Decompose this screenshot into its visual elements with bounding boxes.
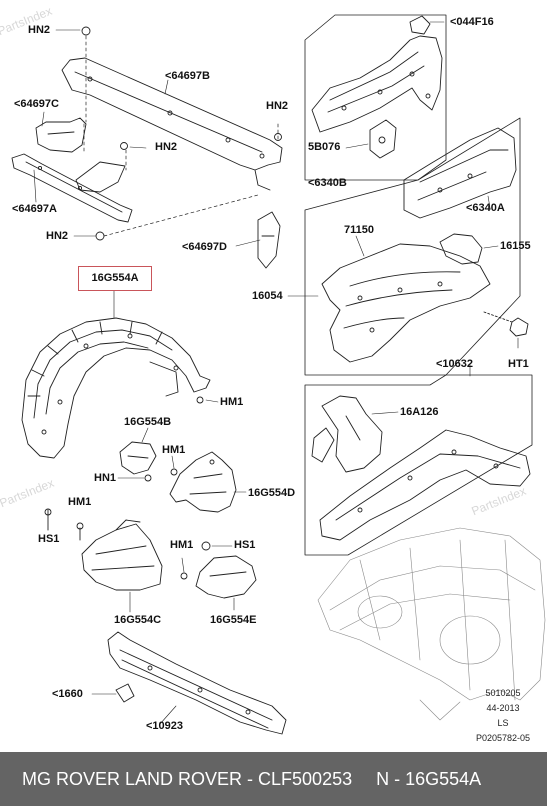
reference-code: 5010205 [485, 688, 521, 698]
bracket-mid [75, 161, 126, 193]
bracket-64697a [11, 153, 133, 223]
highlighted-part-label[interactable]: 16G554A [78, 266, 152, 291]
bracket-64697d [257, 211, 281, 269]
rail-10632 [319, 429, 531, 541]
label-1660[interactable]: <1660 [52, 688, 83, 700]
bracket-5b076 [369, 119, 397, 159]
crossmember-10923 [107, 631, 287, 735]
bracket-16g554b [119, 441, 157, 475]
label-64697a[interactable]: <64697A [12, 203, 57, 215]
rail-6340b [311, 15, 443, 133]
label-64697b[interactable]: <64697B [165, 70, 210, 82]
bracket-16g554d [169, 451, 237, 513]
label-hm1[interactable]: HM1 [170, 539, 194, 551]
rail-6340a [403, 127, 517, 219]
panel-16054-frame [304, 117, 521, 376]
label-hn1[interactable]: HN1 [94, 472, 117, 484]
bracket-16g554c [81, 519, 163, 591]
label-hn2[interactable]: HN2 [266, 100, 289, 112]
label-hn2[interactable]: HN2 [46, 230, 69, 242]
label-71150[interactable]: 71150 [344, 224, 374, 236]
reference-date: 44-2013 [486, 703, 520, 713]
nut-hn2 [81, 26, 282, 241]
reference-drawing-number: P0205782-05 [475, 733, 531, 743]
label-hs1[interactable]: HS1 [234, 539, 256, 551]
label-hn2[interactable]: HN2 [155, 141, 178, 153]
label-6340a[interactable]: <6340A [466, 202, 505, 214]
label-64697c[interactable]: <64697C [14, 98, 59, 110]
label-10632[interactable]: <10632 [436, 358, 474, 370]
label-16155[interactable]: 16155 [500, 240, 531, 252]
label-hn2[interactable]: HN2 [28, 24, 51, 36]
label-044f16[interactable]: <044F16 [450, 16, 494, 28]
bolts-left [44, 508, 84, 541]
label-6340b[interactable]: <6340B [308, 177, 347, 189]
parts-illustration [11, 14, 546, 735]
label-16g554e[interactable]: 16G554E [210, 614, 257, 626]
part-16a126 [311, 395, 383, 473]
label-10923[interactable]: <10923 [146, 720, 184, 732]
label-16g554d[interactable]: 16G554D [248, 487, 296, 499]
screw-hm1 [170, 468, 178, 476]
label-ht1[interactable]: HT1 [508, 358, 529, 370]
footer-part-number: N - 16G554A [376, 768, 482, 789]
reference-side: LS [497, 718, 509, 728]
label-64697d[interactable]: <64697D [182, 241, 227, 253]
wheel-arch-liner-16g554a [21, 317, 211, 459]
bracket-16155 [439, 233, 483, 265]
footer-catalog-text: MG ROVER LAND ROVER - CLF500253 [22, 768, 353, 789]
label-5b076[interactable]: 5B076 [308, 141, 341, 153]
vehicle-body-overview [317, 527, 546, 721]
bracket-64697c [35, 117, 87, 153]
bracket-16g554e [195, 555, 257, 599]
panel-10632-frame [304, 374, 533, 556]
panel-6340b-frame [304, 14, 447, 181]
bracket-64697b [61, 57, 283, 191]
label-16g554b[interactable]: 16G554B [124, 416, 172, 428]
label-16054[interactable]: 16054 [252, 290, 283, 302]
footer-bar: MG ROVER LAND ROVER - CLF500253 N - 16G5… [0, 752, 547, 806]
label-16a126[interactable]: 16A126 [400, 406, 439, 418]
panel-71150-16054 [321, 243, 491, 363]
label-hm1[interactable]: HM1 [220, 396, 244, 408]
label-hs1[interactable]: HS1 [38, 533, 60, 545]
label-hm1[interactable]: HM1 [162, 444, 186, 456]
tube-ht1 [483, 311, 529, 337]
highlighted-part-text: 16G554A [91, 272, 139, 284]
label-16g554c[interactable]: 16G554C [114, 614, 162, 626]
label-hm1[interactable]: HM1 [68, 496, 92, 508]
